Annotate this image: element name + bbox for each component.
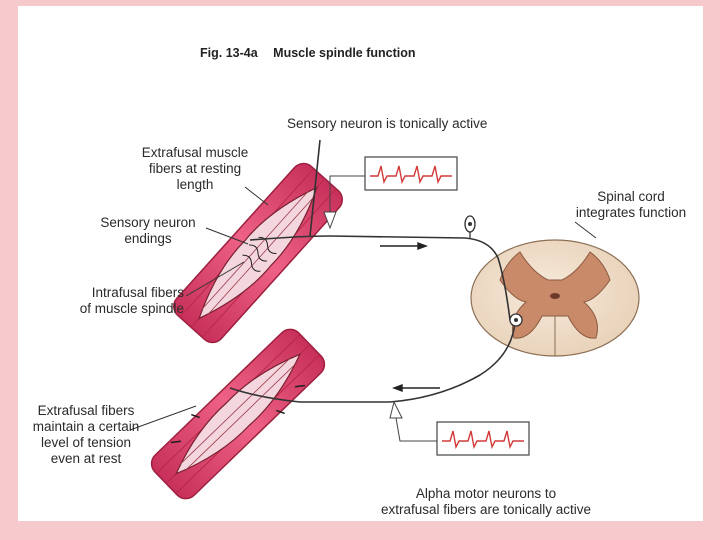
label-line: even at rest <box>50 451 122 466</box>
label-line: level of tension <box>40 435 132 450</box>
figure-caption: Muscle spindle function <box>273 46 416 60</box>
spike-train-icon <box>323 156 458 230</box>
label-line: Intrafusal fibers <box>91 285 184 300</box>
label-sensory-active-text: Sensory neuron is tonically active <box>287 116 488 131</box>
spike-train-icon <box>389 400 530 456</box>
label-line: extrafusal fibers are tonically active <box>380 502 592 517</box>
leader-lines <box>129 186 597 431</box>
label-line: Alpha motor neurons to <box>415 486 557 501</box>
label-line: Extrafusal fibers <box>37 403 135 418</box>
direction-arrow-icon <box>380 241 440 393</box>
label-sensory-endings: Sensory neuron endings <box>86 215 210 247</box>
label-line: integrates function <box>575 205 687 220</box>
label-extrafusal-resting: Extrafusal muscle fibers at resting leng… <box>122 145 268 193</box>
lower-muscle <box>150 328 326 500</box>
label-line: maintain a certain <box>32 419 140 434</box>
neuron-cell-body-icon <box>464 215 523 327</box>
upper-muscle <box>172 162 344 344</box>
figure-title: Fig. 13-4a Muscle spindle function <box>200 46 416 60</box>
label-line: length <box>176 177 214 192</box>
label-sensory-active: Sensory neuron is tonically active <box>287 116 487 132</box>
figure-number: Fig. 13-4a <box>200 46 258 60</box>
sensory-nerve <box>249 139 511 321</box>
label-line: Sensory neuron <box>100 215 196 230</box>
spinal-cord <box>470 239 640 357</box>
label-line: endings <box>124 231 172 246</box>
label-line: Extrafusal muscle <box>141 145 249 160</box>
motor-nerve <box>229 321 516 403</box>
label-spinal-cord: Spinal cord integrates function <box>560 189 702 221</box>
label-line: Spinal cord <box>597 189 665 204</box>
label-intrafusal: Intrafusal fibers of muscle spindle <box>50 285 184 317</box>
label-line: fibers at resting <box>148 161 242 176</box>
label-line: of muscle spindle <box>79 301 184 316</box>
label-alpha-motor: Alpha motor neurons to extrafusal fibers… <box>352 486 620 518</box>
upper-spindle <box>198 186 318 320</box>
label-extrafusal-tension: Extrafusal fibers maintain a certain lev… <box>22 403 150 467</box>
